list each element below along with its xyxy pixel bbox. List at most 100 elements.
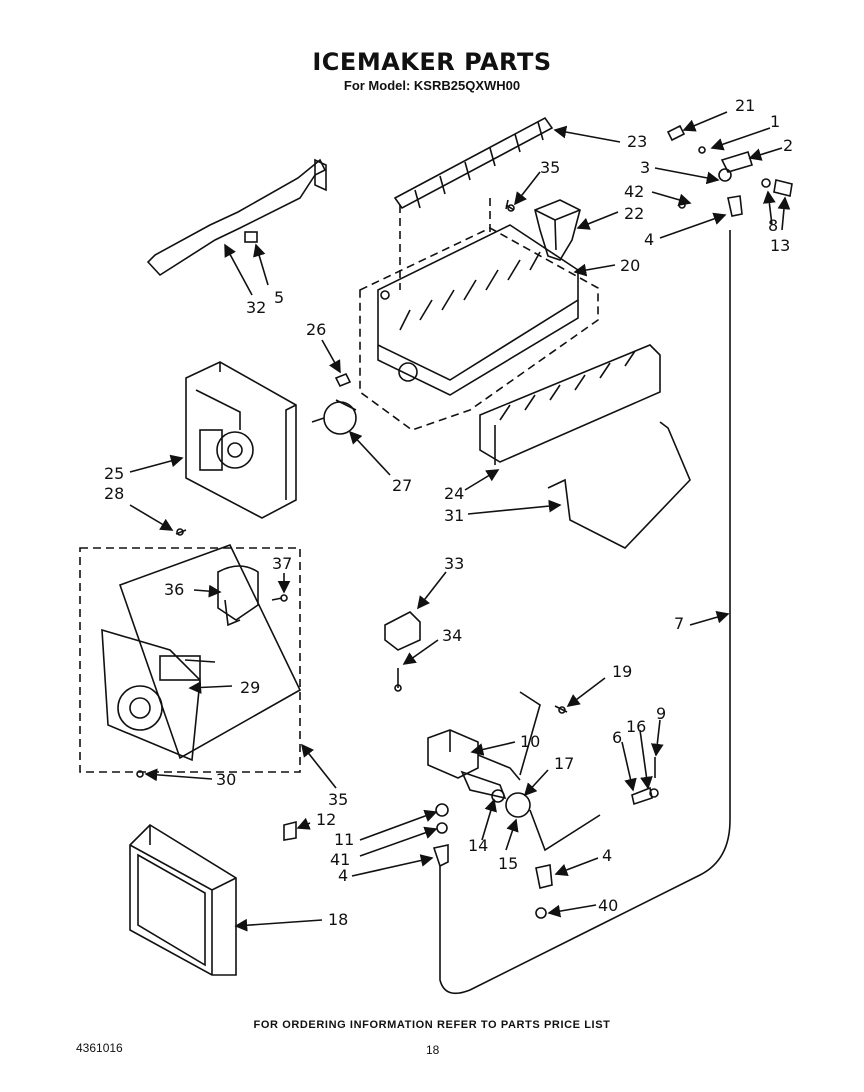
leader-3: [654, 167, 720, 185]
page-number: 18: [426, 1043, 440, 1057]
ejector-blade: [393, 116, 554, 210]
callout-22: 22: [624, 204, 645, 223]
leader-9: [650, 719, 664, 757]
leader-33: [417, 571, 447, 610]
leader-5: [253, 243, 269, 286]
callout-6: 6: [612, 728, 623, 747]
fill-cup: [534, 199, 581, 261]
callout-38: 37: [272, 554, 293, 573]
washer-41: [436, 822, 448, 834]
callout-35: 35: [328, 790, 349, 809]
leader-27: [348, 430, 391, 476]
fitting-21: [666, 124, 686, 142]
screw-1: [698, 146, 706, 154]
control-housing: [185, 361, 297, 519]
callout-4: 4: [644, 230, 655, 249]
leader-10: [470, 741, 516, 756]
leader-16: [639, 729, 653, 790]
front-cover: [129, 823, 237, 976]
leader-8: [762, 190, 776, 226]
callout-11: 11: [334, 830, 355, 849]
callout-19: 19: [612, 662, 633, 681]
leader-36: [514, 171, 541, 206]
leader-4-right: [554, 857, 599, 876]
callout-29: 29: [240, 678, 261, 697]
callout-1: 1: [770, 112, 781, 131]
callout-15: 15: [498, 854, 519, 873]
leader-32: [224, 243, 253, 296]
mold-heater-bracket: [479, 344, 661, 465]
callout-5: 5: [274, 288, 285, 307]
leader-15: [505, 818, 519, 851]
callout-10: 10: [520, 732, 541, 751]
nut-8: [761, 178, 771, 188]
page-title: ICEMAKER PARTS: [312, 48, 552, 76]
control-plate: [101, 628, 216, 762]
screw-19: [554, 705, 568, 714]
leader-24: [464, 469, 500, 491]
leader-18: [234, 918, 323, 932]
leader-42: [651, 191, 692, 207]
callout-14: 14: [468, 836, 489, 855]
callout-34: 34: [442, 626, 463, 645]
insert-4-upper: [727, 195, 743, 217]
leader-11: [359, 809, 438, 841]
leader-7: [689, 610, 730, 626]
leader-20: [573, 263, 616, 277]
clip-26: [334, 372, 352, 388]
callout-30: 30: [216, 770, 237, 789]
callout-4-mid: 4: [338, 866, 349, 885]
water-line-lower: [439, 230, 731, 995]
leader-2: [748, 147, 783, 161]
nut-11: [435, 803, 449, 817]
ordering-note: FOR ORDERING INFORMATION REFER TO PARTS …: [253, 1019, 611, 1031]
fitting-12: [283, 820, 297, 841]
callout-32: 32: [246, 298, 267, 317]
leader-35: [301, 743, 337, 789]
clip-16: [649, 788, 659, 798]
leader-17: [523, 769, 549, 797]
callout-16: 16: [626, 717, 647, 736]
motor-27: [311, 399, 357, 435]
screw-36: [505, 199, 515, 212]
leader-23: [553, 125, 621, 143]
leader-26: [321, 339, 341, 374]
leader-6: [621, 741, 637, 792]
mold-assembly-outline: [359, 227, 599, 431]
leader-41: [359, 826, 438, 857]
leader-13: [777, 196, 791, 231]
callout-28: 28: [104, 484, 125, 503]
shutoff-arm: [547, 421, 691, 549]
screw-42: [678, 201, 686, 209]
callout-2: 2: [783, 136, 794, 155]
callout-7: 7: [674, 614, 685, 633]
icemaker-mold: [377, 224, 579, 396]
motor-37: [217, 565, 259, 627]
screw-34: [394, 668, 402, 692]
callout-36: 35: [540, 158, 561, 177]
sleeve-13: [773, 179, 793, 197]
callout-13: 13: [770, 236, 791, 255]
leader-14: [481, 798, 497, 841]
leader-29: [188, 681, 233, 694]
tube-6: [631, 786, 653, 806]
callout-3: 3: [640, 158, 651, 177]
leader-12: [296, 817, 311, 830]
callout-21: 21: [735, 96, 756, 115]
callout-25: 25: [104, 464, 125, 483]
leader-22: [576, 211, 619, 230]
callout-9: 9: [656, 704, 667, 723]
callout-40: 40: [598, 896, 619, 915]
callout-42: 42: [624, 182, 645, 201]
leader-4-mid: [351, 854, 434, 877]
screw-30: [136, 770, 144, 778]
callout-20: 20: [620, 256, 641, 275]
water-valve: [427, 729, 601, 852]
leader-28: [129, 504, 174, 531]
valve-bracket: [519, 691, 541, 776]
callout-18: 18: [328, 910, 349, 929]
leader-31: [467, 499, 562, 515]
leader-25: [129, 454, 184, 473]
callout-4-right: 4: [602, 846, 613, 865]
